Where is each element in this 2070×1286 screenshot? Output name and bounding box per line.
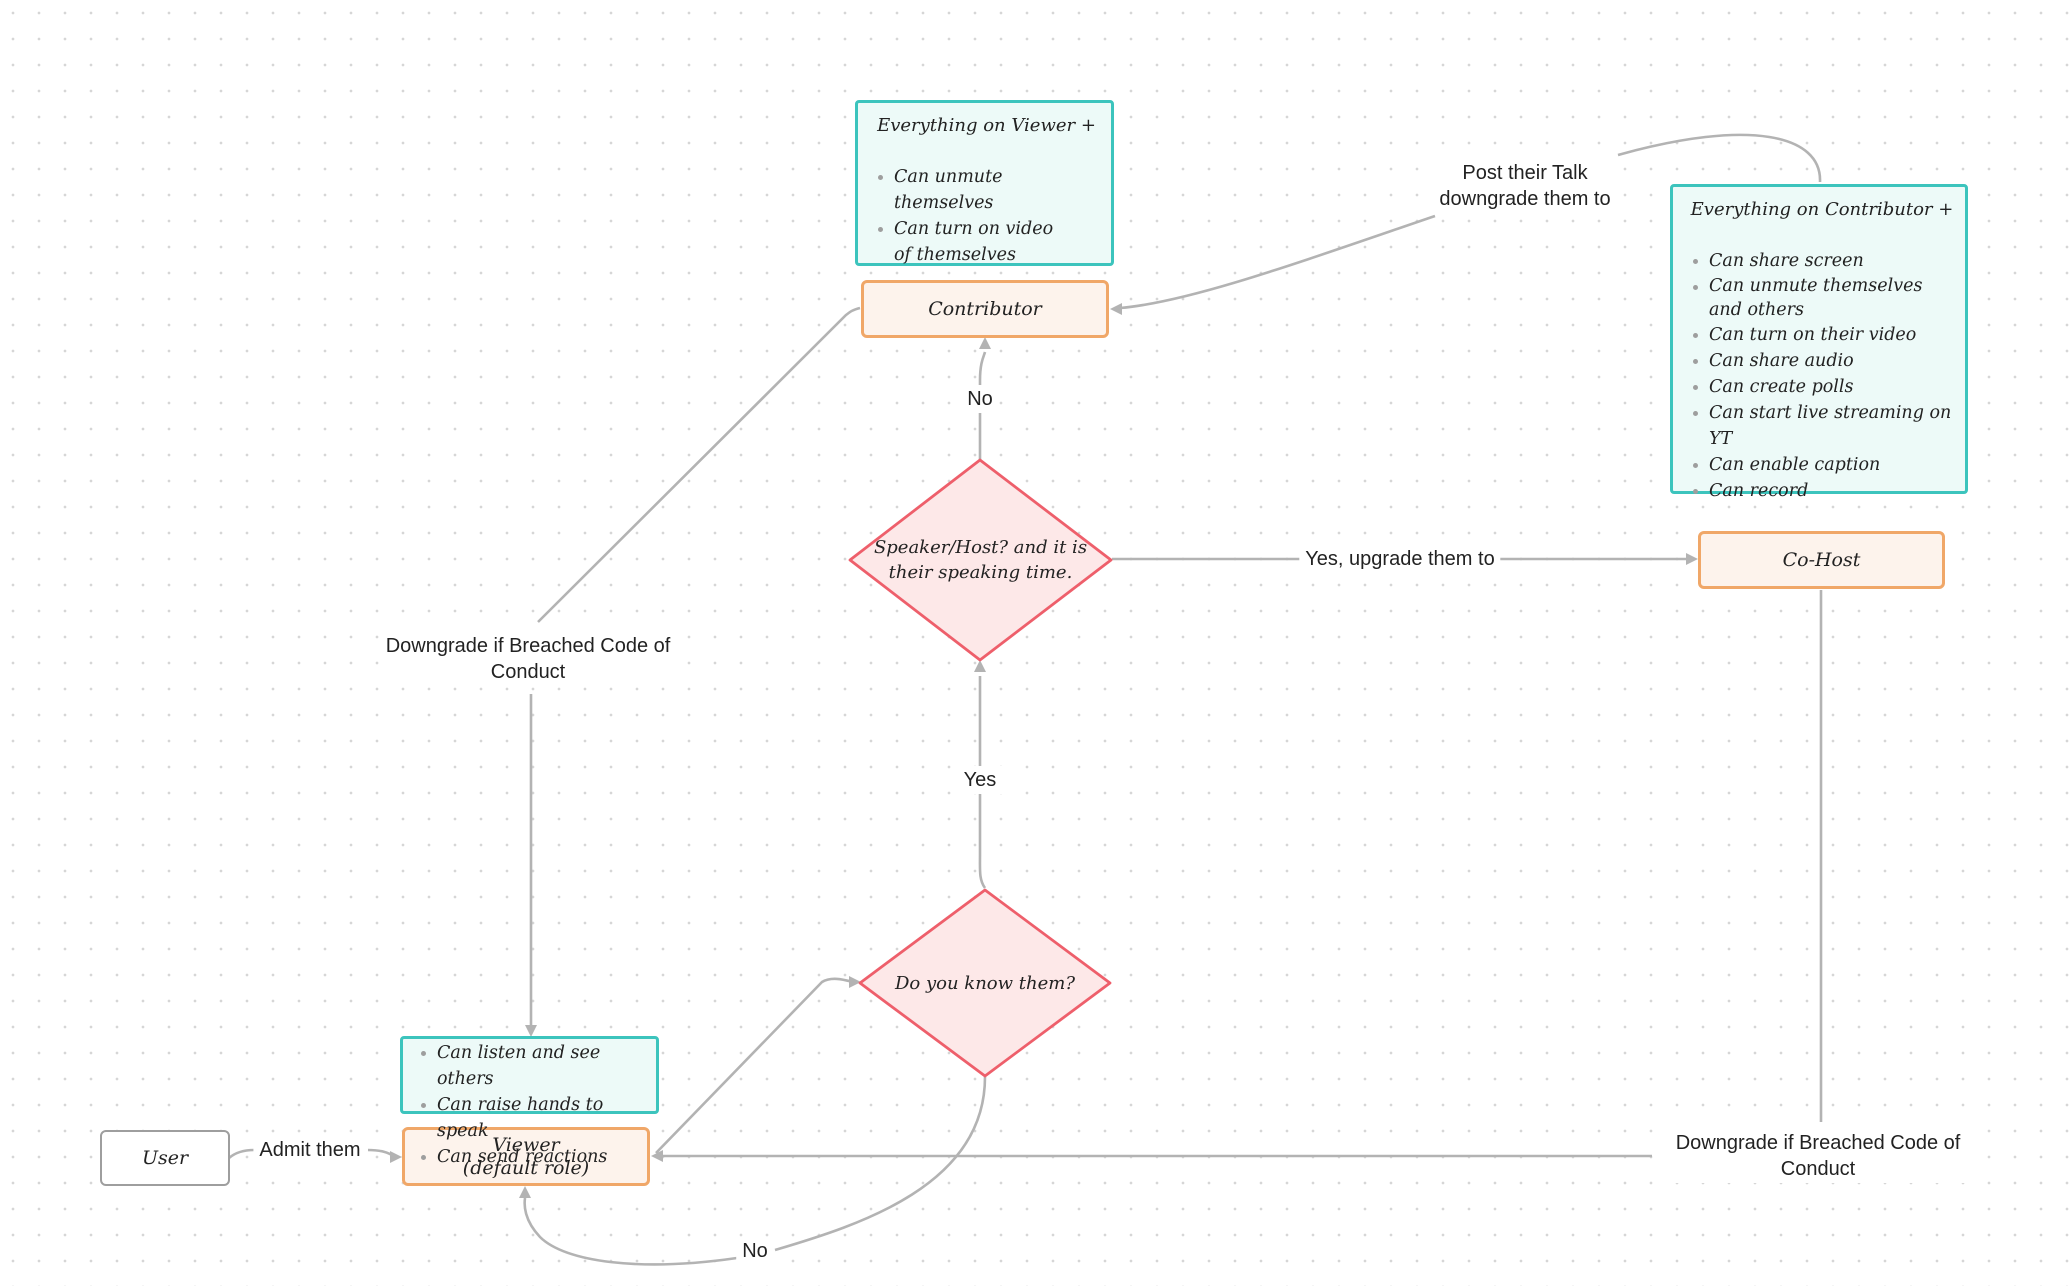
cohost-permission-item: Can unmute themselves and others [1689, 274, 1939, 322]
cohost-permission-item: Can enable caption [1689, 452, 1955, 478]
cohost-permission-item: Can record [1689, 478, 1955, 504]
arrowhead-contributor-bottom [979, 337, 991, 349]
edge-label-downgrade-right: Downgrade if Breached Code of Conduct [1669, 1129, 1967, 1183]
decision-speaker-host-shape [848, 458, 1113, 662]
cohost-permission-item: Can start live streaming on YT [1689, 400, 1955, 452]
viewer-permission-item: Can listen and see others [417, 1040, 646, 1092]
edge-know-them-yes [978, 676, 987, 889]
arrowhead-viewer-info-top [525, 1025, 537, 1037]
cohost-permissions-list: Can share screen Can unmute themselves a… [1689, 248, 1955, 504]
viewer-node[interactable]: Viewer (default role) [402, 1127, 650, 1186]
edge-viewer-to-know-them [655, 977, 854, 1154]
edge-label-downgrade-right-line1: Downgrade if Breached Code of [1675, 1132, 1961, 1154]
viewer-permission-item: Can send reactions [417, 1144, 646, 1170]
user-node-label: User [141, 1147, 189, 1169]
viewer-permissions-box: Can listen and see others Can raise hand… [400, 1036, 659, 1167]
contributor-node[interactable]: Contributor [861, 280, 1109, 338]
cohost-permission-item: Can share screen [1689, 248, 1955, 274]
arrowhead-cohost-left [1686, 553, 1698, 565]
edge-know-them-no [774, 1076, 987, 1252]
arrowhead-viewer-bottom [519, 1186, 531, 1198]
viewer-permission-item: Can raise hands to speak [417, 1092, 646, 1144]
edge-post-talk-to-contributor [1119, 214, 1436, 310]
decision-know-them-shape [858, 888, 1112, 1078]
viewer-permissions-list: Can listen and see others Can raise hand… [417, 1040, 646, 1170]
arrowhead-viewer-left [390, 1151, 402, 1163]
cohost-permissions-title: Everything on Contributor + [1690, 199, 1954, 220]
edge-label-post-talk: Post their Talk downgrade them to [1433, 159, 1617, 213]
decision-speaker-host-label: Speaker/Host? and it is their speaking t… [873, 537, 1088, 583]
viewer-node-sublabel: (default role) [462, 1156, 590, 1179]
edge-label-upgrade: Yes, upgrade them to [1299, 545, 1501, 573]
contributor-permission-item: Can unmute themselves [874, 164, 1099, 216]
contributor-permissions-title: Everything on Viewer + [877, 115, 1096, 136]
edge-label-no-bottom: No [736, 1237, 774, 1265]
edge-no-to-viewer [523, 1197, 738, 1266]
cohost-permission-item: Can share audio [1689, 348, 1955, 374]
cohost-node[interactable]: Co-Host [1698, 531, 1945, 589]
edge-label-post-talk-line1: Post their Talk [1462, 162, 1588, 184]
decision-know-them-label: Do you know them? [895, 972, 1075, 994]
arrowhead-viewer-right [651, 1150, 663, 1162]
contributor-permission-item: Can turn on video of themselves [874, 216, 1064, 268]
contributor-permissions-list: Can unmute themselves Can turn on video … [874, 164, 1099, 268]
edge-label-post-talk-line2: downgrade them to [1439, 188, 1611, 210]
cohost-permissions-box: Everything on Contributor + Can share sc… [1670, 184, 1968, 501]
cohost-permission-item: Can create polls [1689, 374, 1955, 400]
arrowhead-contributor-right [1110, 303, 1122, 315]
edge-label-downgrade-left: Downgrade if Breached Code of Conduct [379, 632, 677, 686]
user-node[interactable]: User [100, 1130, 230, 1186]
edge-user-to-viewer [228, 1148, 255, 1160]
cohost-node-label: Co-Host [1782, 549, 1861, 571]
edge-label-downgrade-left-line2: Conduct [490, 661, 566, 683]
edge-label-admit: Admit them [253, 1136, 367, 1164]
edge-cohost-post-talk [1617, 133, 1822, 183]
decision-know-them[interactable]: Do you know them? [858, 888, 1112, 1078]
arrowhead-know-them [849, 976, 861, 988]
edge-contributor-downgrade [537, 306, 861, 623]
edge-label-no-top: No [961, 385, 999, 413]
contributor-node-label: Contributor [928, 298, 1042, 320]
edge-label-yes: Yes [957, 766, 1003, 794]
edge-speaker-no [978, 351, 987, 460]
viewer-node-label: Viewer [492, 1133, 560, 1156]
edge-label-downgrade-right-line2: Conduct [1780, 1158, 1856, 1180]
cohost-permission-item: Can turn on their video [1689, 322, 1955, 348]
contributor-permissions-box: Everything on Viewer + Can unmute themse… [855, 100, 1114, 266]
edge-label-downgrade-left-line1: Downgrade if Breached Code of [385, 635, 671, 657]
arrowhead-speaker-bottom [974, 660, 986, 672]
decision-speaker-host[interactable]: Speaker/Host? and it is their speaking t… [848, 458, 1113, 662]
